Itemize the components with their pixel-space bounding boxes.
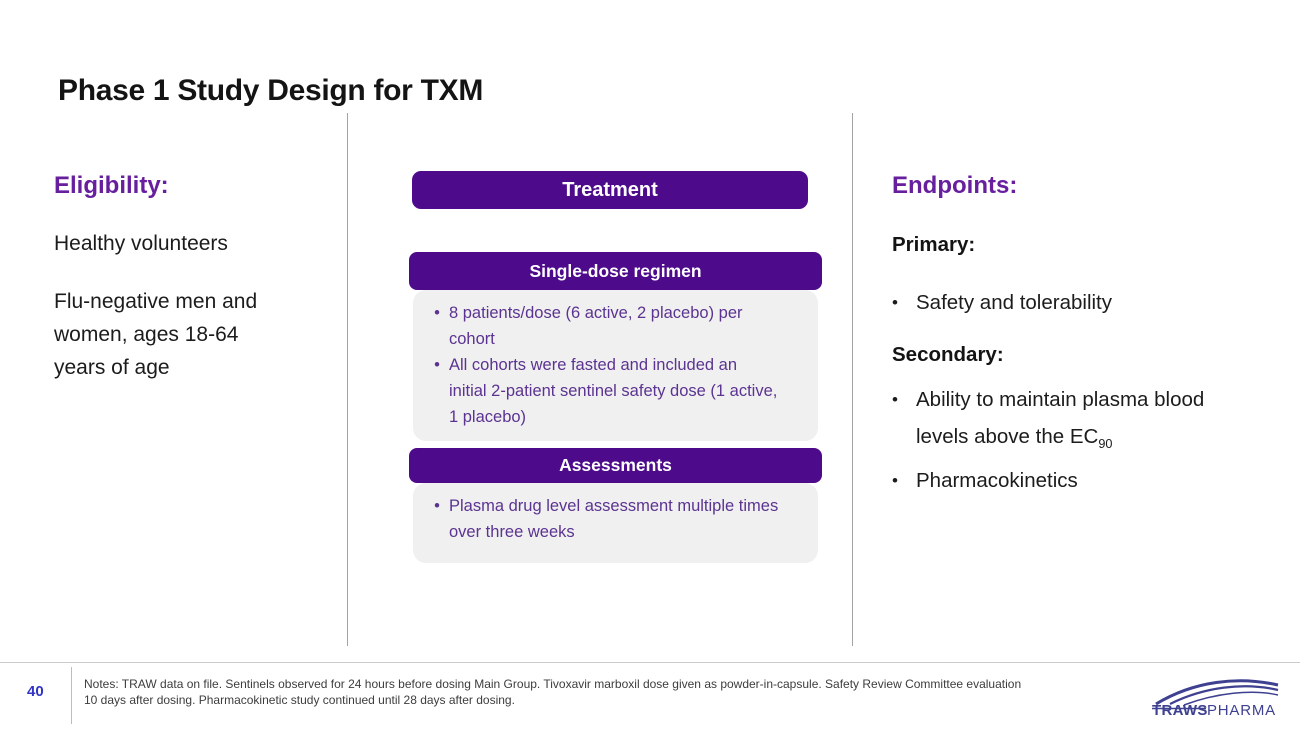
list-item-text: 8 patients/dose (6 active, 2 placebo) pe… <box>449 304 743 348</box>
treatment-header-banner: Treatment <box>412 171 808 209</box>
single-dose-regimen-box: 8 patients/dose (6 active, 2 placebo) pe… <box>413 290 818 441</box>
column-divider-right <box>852 113 853 646</box>
list-item-text: Safety and tolerability <box>916 291 1113 314</box>
assessments-banner: Assessments <box>409 448 822 483</box>
eligibility-section: Eligibility: Healthy volunteers Flu-nega… <box>54 172 316 379</box>
single-dose-regimen-label: Single-dose regimen <box>529 260 702 281</box>
logo-text-primary: TRAWS <box>1152 702 1208 719</box>
footer-vertical-divider <box>71 667 72 724</box>
treatment-header-label: Treatment <box>562 178 658 201</box>
assessments-box: Plasma drug level assessment multiple ti… <box>413 483 818 563</box>
list-item-text: All cohorts were fasted and included an … <box>449 356 778 426</box>
page-number: 40 <box>27 683 44 700</box>
list-item: 8 patients/dose (6 active, 2 placebo) pe… <box>425 300 806 352</box>
column-divider-left <box>347 113 348 646</box>
endpoints-heading: Endpoints: <box>892 172 1018 199</box>
single-dose-regimen-banner: Single-dose regimen <box>409 252 822 290</box>
list-item: All cohorts were fasted and included an … <box>425 352 806 430</box>
endpoints-section: Endpoints: Primary: Safety and tolerabil… <box>892 172 1232 492</box>
logo-swoosh-icon <box>1152 679 1279 710</box>
list-item: Safety and tolerability <box>892 284 1112 321</box>
footer-divider <box>0 662 1300 663</box>
eligibility-item: Flu-negative men and women, ages 18-64 y… <box>54 290 258 379</box>
secondary-label: Secondary: <box>892 343 1004 366</box>
footer-notes: Notes: TRAW data on file. Sentinels obse… <box>84 677 1022 707</box>
list-item: Plasma drug level assessment multiple ti… <box>425 493 806 545</box>
assessments-label: Assessments <box>559 455 672 475</box>
list-item-text-main: Ability to maintain plasma blood levels … <box>916 388 1205 448</box>
page-title: Phase 1 Study Design for TXM <box>58 74 484 108</box>
list-item-text: Plasma drug level assessment multiple ti… <box>449 497 779 541</box>
list-item: Ability to maintain plasma blood levels … <box>892 381 1208 455</box>
primary-label: Primary: <box>892 233 976 256</box>
logo-text-secondary: PHARMA <box>1207 702 1276 719</box>
list-item-text: Ability to maintain plasma blood levels … <box>916 381 1208 455</box>
ec90-subscript: 90 <box>1098 436 1113 452</box>
list-item-text: Pharmacokinetics <box>916 469 1078 492</box>
eligibility-item: Healthy volunteers <box>54 232 228 255</box>
eligibility-heading: Eligibility: <box>54 172 169 199</box>
list-item: Pharmacokinetics <box>892 462 1078 499</box>
traws-pharma-logo: TRAWS PHARMA <box>1152 679 1279 719</box>
